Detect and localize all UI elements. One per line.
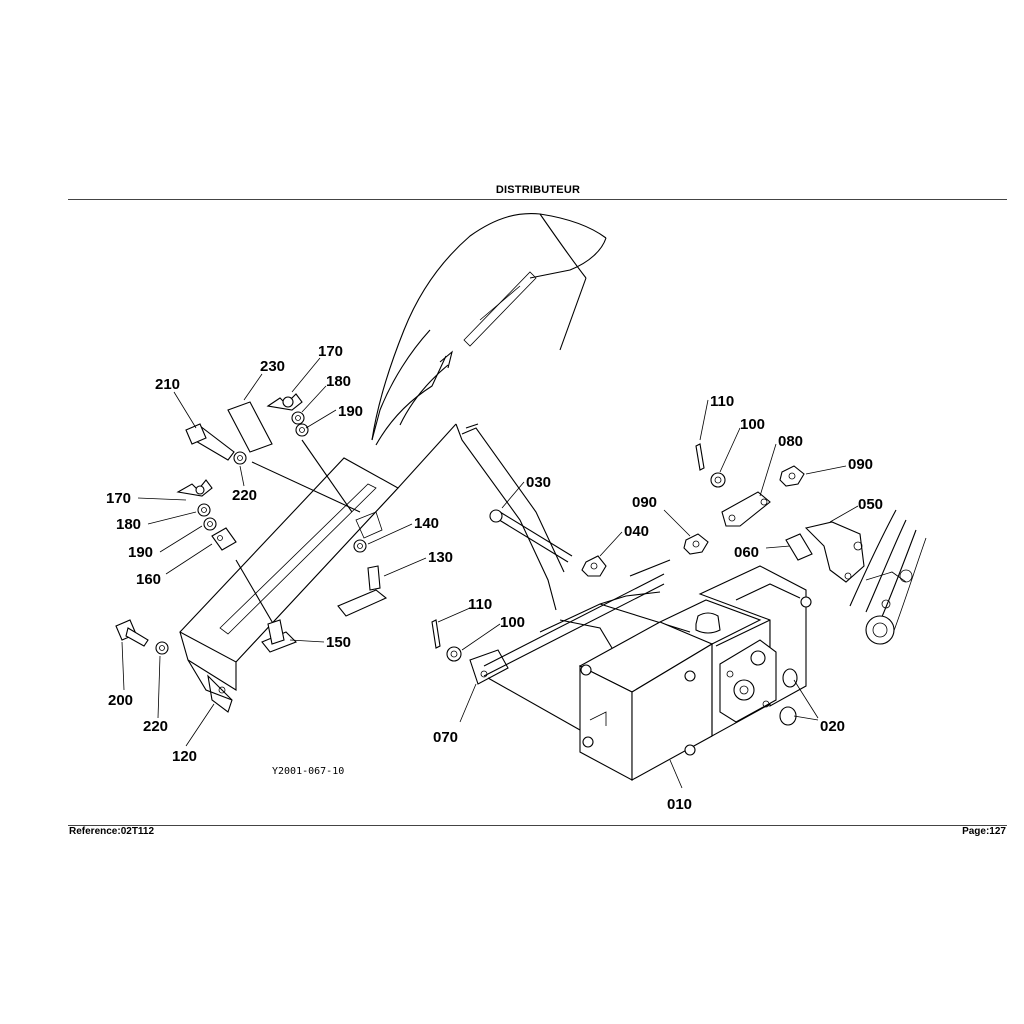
callout-150: 150 [326, 634, 351, 651]
page-number: Page:127 [962, 826, 1006, 837]
callout-090-lower: 090 [632, 494, 657, 511]
callout-040: 040 [624, 523, 649, 540]
seat-outline [371, 213, 607, 446]
callout-160: 160 [136, 571, 161, 588]
linkage-rods [235, 423, 691, 731]
frame-fragment [849, 509, 927, 645]
bracket-plate-120 [179, 457, 399, 713]
callout-220-upper: 220 [232, 487, 257, 504]
reference-label: Reference:02T112 [69, 826, 155, 837]
page-title: DISTRIBUTEUR [495, 184, 581, 196]
callout-020: 020 [820, 718, 845, 735]
hardware-parts [115, 393, 865, 662]
callout-080: 080 [778, 433, 803, 450]
callout-030: 030 [526, 474, 551, 491]
callout-100-lower: 100 [500, 614, 525, 631]
callout-130: 130 [428, 549, 453, 566]
callout-180-lower: 180 [116, 516, 141, 533]
callout-170-lower: 170 [106, 490, 131, 507]
footer-rule [68, 825, 1007, 826]
callout-220-lower: 220 [143, 718, 168, 735]
callout-010: 010 [667, 796, 692, 813]
valve-block-010 [578, 565, 812, 781]
callout-060: 060 [734, 544, 759, 561]
callout-050: 050 [858, 496, 883, 513]
callout-110-lower: 110 [468, 596, 492, 613]
callout-070: 070 [433, 729, 458, 746]
callout-190-lower: 190 [128, 544, 153, 561]
callout-200: 200 [108, 692, 133, 709]
o-rings-020 [779, 668, 798, 726]
header-rule [68, 199, 1007, 200]
drawing-code: Y2001-067-10 [272, 766, 344, 777]
callout-190-upper: 190 [338, 403, 363, 420]
callout-230: 230 [260, 358, 285, 375]
callout-110-upper: 110 [710, 393, 734, 410]
leader-lines [121, 357, 859, 789]
callout-210: 210 [155, 376, 180, 393]
callout-140: 140 [414, 515, 439, 532]
callout-170-upper: 170 [318, 343, 343, 360]
callout-180-upper: 180 [326, 373, 351, 390]
callout-100-upper: 100 [740, 416, 765, 433]
callout-090-upper: 090 [848, 456, 873, 473]
callout-120: 120 [172, 748, 197, 765]
